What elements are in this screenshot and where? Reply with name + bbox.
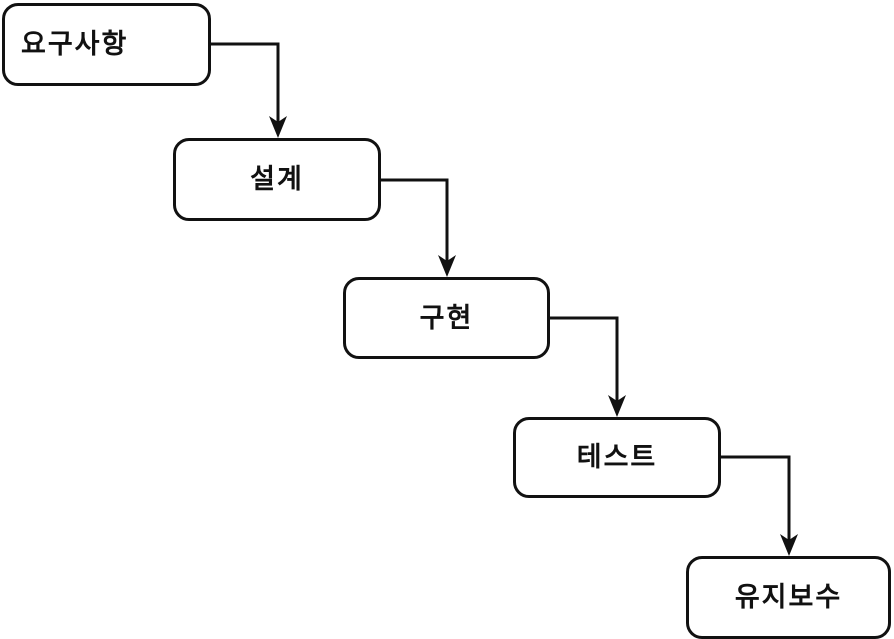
connector-design-to-implementation (381, 178, 456, 277)
stage-box-implementation[interactable]: 구현 (343, 277, 550, 359)
stage-label-implementation: 구현 (419, 302, 474, 333)
stage-box-test[interactable]: 테스트 (513, 417, 721, 498)
stage-box-maintenance[interactable]: 유지보수 (686, 556, 891, 639)
connector-implementation-to-test (550, 316, 626, 417)
stage-box-design[interactable]: 설계 (173, 138, 381, 221)
arrowhead-icon (269, 116, 287, 138)
stage-label-design: 설계 (250, 164, 304, 194)
connector-test-to-maintenance (721, 455, 798, 556)
connector-requirements-to-design (211, 42, 287, 138)
connector-line (211, 42, 280, 130)
arrowhead-icon (438, 255, 456, 277)
connector-line (721, 455, 791, 548)
arrowhead-icon (608, 395, 626, 417)
stage-box-requirements[interactable]: 요구사항 (2, 3, 211, 86)
arrowhead-icon (780, 534, 798, 556)
connector-line (550, 316, 619, 409)
stage-label-test: 테스트 (576, 442, 658, 472)
connector-line (381, 178, 449, 269)
stage-label-maintenance: 유지보수 (734, 582, 843, 612)
stage-label-requirements: 요구사항 (21, 29, 129, 59)
